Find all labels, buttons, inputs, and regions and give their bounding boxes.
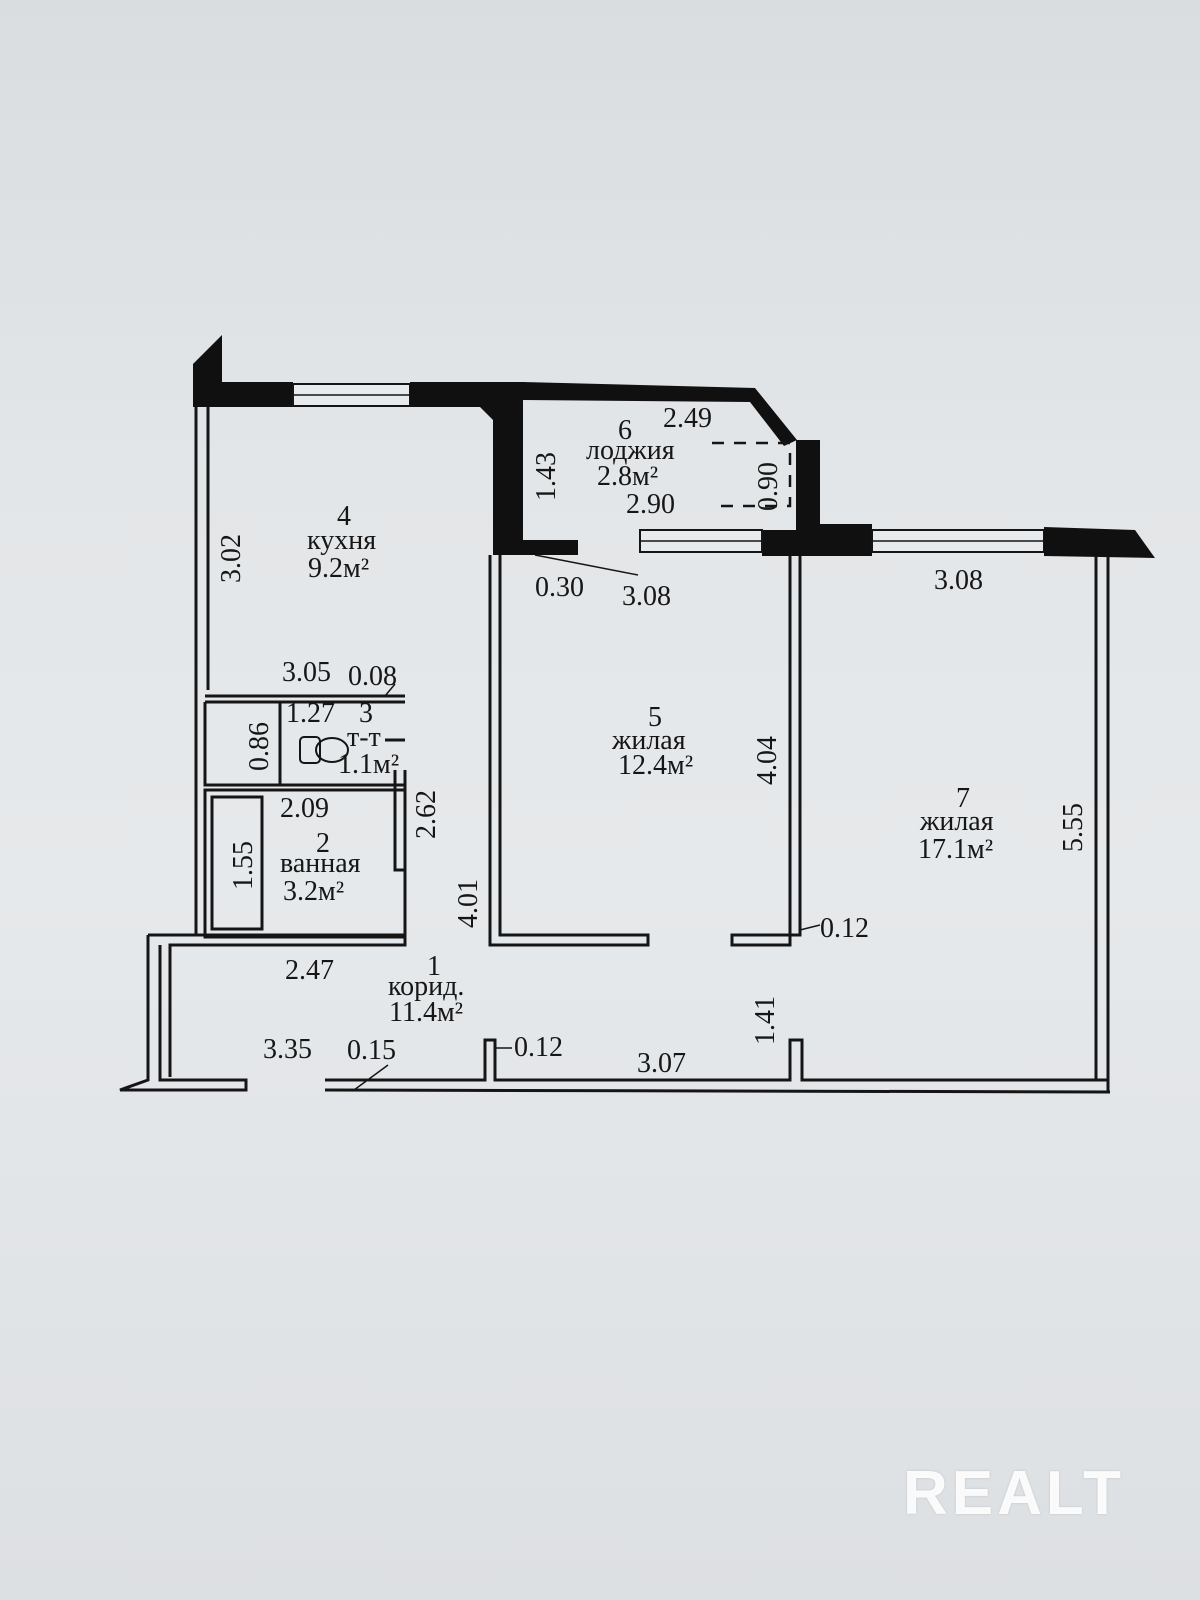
room-5-area: 12.4м²: [618, 750, 694, 781]
wall-loggia-top: [523, 382, 797, 446]
room-5-name: жилая: [612, 725, 686, 756]
dim-307: 3.07: [637, 1048, 686, 1079]
wall-kitchen-loggia: [410, 382, 578, 555]
dim-015: 0.15: [347, 1035, 396, 1066]
loggia-dashed-frame: [712, 441, 792, 508]
wall-top-left-corner: [193, 335, 293, 407]
room-1-name: корид.: [388, 971, 465, 1002]
room-2-number: 2: [316, 828, 330, 859]
room-2-name: ванная: [280, 848, 361, 879]
room-7-name: жилая: [920, 806, 994, 837]
dim-room5-height: 4.04: [752, 736, 783, 785]
dim-bath-inner: 1.55: [228, 841, 259, 890]
wall-loggia-right: [762, 440, 872, 556]
dim-bath-width: 2.09: [280, 793, 329, 824]
dim-wc-width: 1.27: [286, 698, 335, 729]
room-3-area: 1.1м²: [338, 749, 400, 780]
room-6-name: лоджия: [586, 435, 675, 466]
dim-335: 3.35: [263, 1034, 312, 1065]
dim-kitchen-bottom: 3.05: [282, 657, 331, 688]
room-4-area: 9.2м²: [308, 553, 370, 584]
realt-watermark-logo: REALT: [903, 1459, 1126, 1528]
dim-030: 0.30: [535, 572, 584, 603]
room-2-area: 3.2м²: [283, 876, 345, 907]
room-4-number: 4: [337, 501, 351, 532]
toilet-symbol: [299, 736, 321, 764]
bathtub: [210, 795, 264, 931]
dim-room5-top: 3.08: [622, 581, 671, 612]
dim-012a: 0.12: [820, 913, 869, 944]
dim-loggia-right: 0.90: [753, 462, 784, 511]
dim-room7-top: 3.08: [934, 565, 983, 596]
dim-141: 1.41: [750, 996, 781, 1045]
room-6-number: 6: [618, 415, 632, 446]
room-1-area: 11.4м²: [389, 997, 464, 1028]
dim-012b: 0.12: [514, 1032, 563, 1063]
dim-loggia-top: 2.49: [663, 403, 712, 434]
room-7-area: 17.1м²: [918, 834, 994, 865]
dim-loggia-side: 1.43: [531, 452, 562, 501]
room-3-number: 3: [359, 698, 373, 729]
room-5-number: 5: [648, 702, 662, 733]
dim-loggia-bottom: 2.90: [626, 489, 675, 520]
room-7-number: 7: [956, 783, 970, 814]
room-4-name: кухня: [307, 525, 377, 556]
dim-bath-height: 2.62: [411, 790, 442, 839]
dim-wc-height: 0.86: [244, 722, 275, 771]
dim-corr-width: 2.47: [285, 955, 334, 986]
dim-kitchen-height: 3.02: [216, 534, 247, 583]
dim-corr-height: 4.01: [453, 879, 484, 928]
dim-room7-height: 5.55: [1058, 803, 1089, 852]
room-3-name: т-т: [347, 722, 381, 753]
dim-008: 0.08: [348, 661, 397, 692]
room-1-number: 1: [427, 951, 441, 982]
room-6-area: 2.8м²: [597, 461, 659, 492]
wall-top-right: [1044, 527, 1155, 558]
